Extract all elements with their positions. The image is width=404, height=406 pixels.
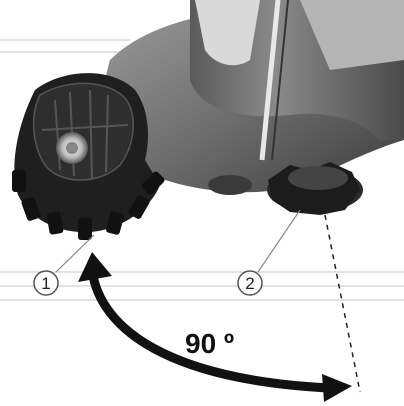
- dashed-reference-line: [324, 214, 361, 393]
- rotation-arrow: [78, 252, 352, 402]
- callout-1: 1: [33, 270, 59, 296]
- callout-leaders: [55, 209, 301, 273]
- callout-2-label: 2: [245, 274, 254, 293]
- callout-2: 2: [237, 270, 263, 296]
- knob-2: [208, 162, 363, 215]
- knob-1: [12, 73, 165, 240]
- trimmer-head-housing: [104, 0, 404, 193]
- arrowhead-end: [322, 374, 352, 402]
- background-rule-lines: [0, 39, 404, 301]
- callout-1-label: 1: [41, 274, 50, 293]
- angle-label: 90 º: [185, 328, 234, 359]
- arrowhead-start: [78, 252, 112, 282]
